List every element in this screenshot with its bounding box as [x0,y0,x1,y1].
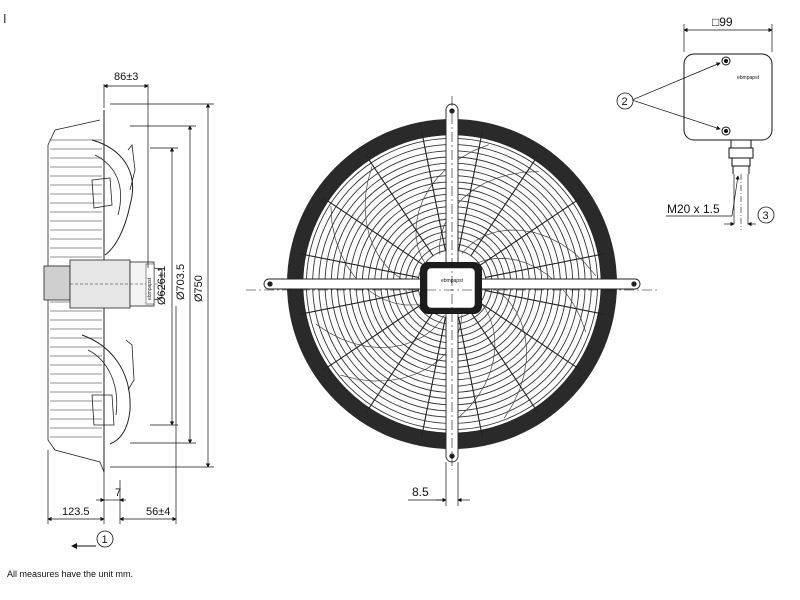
dim-7: 7 [115,487,121,499]
side-brand-label: ebmpapst [147,277,153,300]
callout-2: 2 [616,92,634,110]
svg-text:3: 3 [763,210,769,222]
dim-box-99: □99 [712,15,733,29]
terminal-box [683,53,773,230]
dim-703: Ø703.5 [175,264,187,300]
dim-56: 56±4 [146,506,170,518]
dim-8-5: 8.5 [412,485,429,499]
dim-750: Ø750 [193,275,205,302]
front-view-centerlines [246,96,658,470]
dim-86: 86±3 [114,71,138,83]
box-brand-label: ebmpapst [737,75,760,81]
terminal-box-dimensions [631,24,773,227]
callout-3: 3 [757,206,775,224]
front-view-guard-spokes [298,130,606,438]
dim-626: Ø626±1 [156,266,168,305]
text-cursor-icon: I [3,12,7,26]
svg-text:2: 2 [622,96,628,108]
callout-1: 1 [96,530,114,548]
front-view-dim-85 [408,462,470,506]
units-note: All measures have the unit mm. [7,569,134,579]
svg-text:1: 1 [102,534,108,546]
side-view-dimensions [47,83,214,549]
side-view: ebmpapst [43,110,163,473]
dim-thread: M20 x 1.5 [667,202,720,216]
dim-123: 123.5 [62,506,90,518]
